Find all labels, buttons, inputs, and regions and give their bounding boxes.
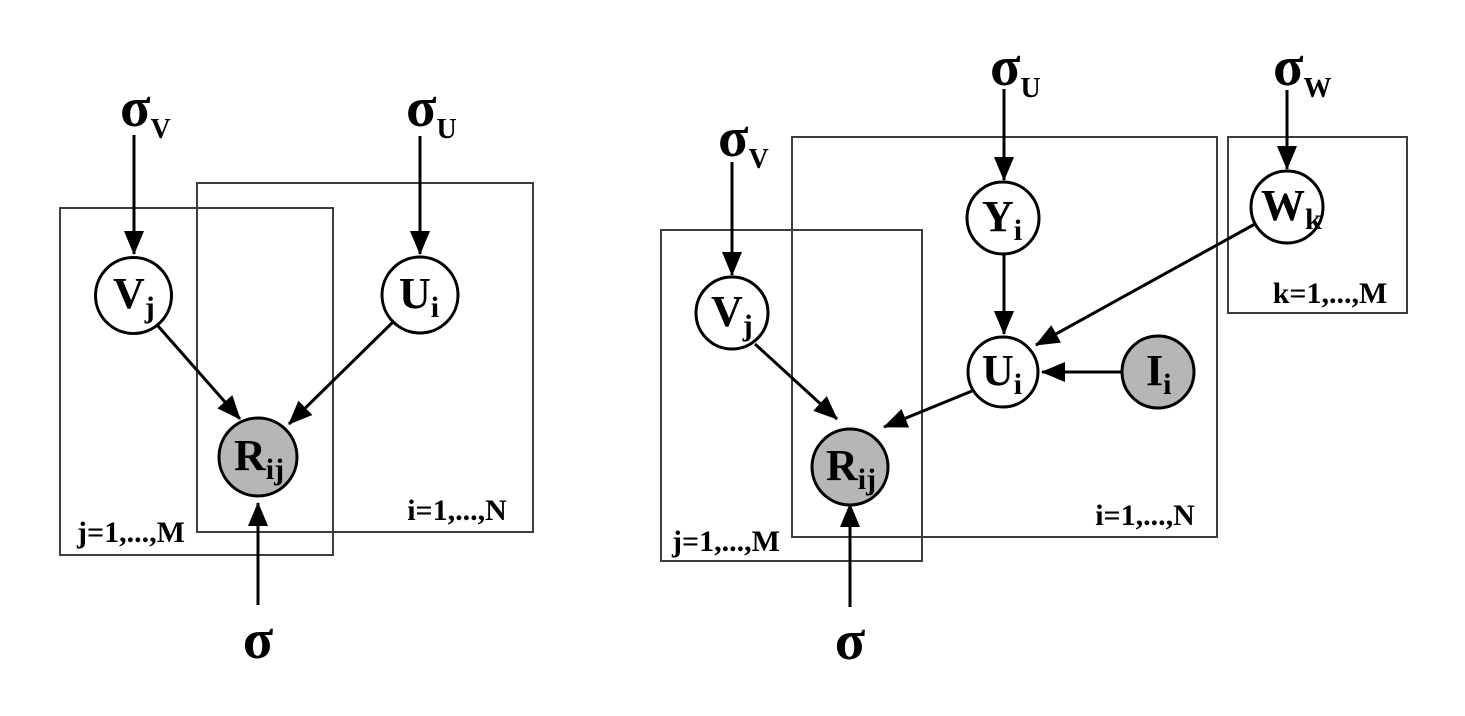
right-node-Y (965, 180, 1041, 256)
right-node-Y-label: Yi (982, 192, 1022, 247)
right-plate-j-label: j=1,...,M (671, 525, 780, 558)
right-node-W-base: W (1261, 181, 1305, 230)
left-node-U-sub: i (431, 291, 439, 324)
right-plate-k (1227, 136, 1408, 314)
right-node-U-label: Ui (982, 346, 1022, 401)
right-node-U-sub: i (1014, 368, 1022, 401)
left-node-V (94, 256, 173, 335)
right-node-R-base: R (826, 441, 859, 490)
right-sigma-v-base: σ (718, 107, 749, 169)
right-node-I-label: Ii (1146, 346, 1171, 401)
left-node-U (380, 255, 460, 335)
pmf-model: σV σU Vj Ui Rij σ j=1,...,M i=1,...,N (59, 77, 534, 671)
left-sigma-u-label: σU (406, 77, 457, 145)
right-arrow-U-to-R (883, 389, 973, 429)
left-node-R (217, 416, 299, 498)
right-node-R-sub: ij (858, 463, 876, 496)
right-node-Y-base: Y (982, 192, 1014, 241)
left-node-V-label: Vj (113, 269, 155, 324)
right-plate-k-label: k=1,...,M (1273, 277, 1388, 310)
right-node-W-label: Wk (1261, 181, 1322, 236)
right-node-I-sub: i (1163, 368, 1171, 401)
left-sigma-v-sub: V (150, 114, 170, 145)
right-sigma-v-sub: V (748, 144, 768, 175)
right-sigma-v-label: σV (718, 107, 769, 175)
right-plate-i-label: i=1,...,N (1095, 499, 1195, 532)
right-node-V-base: V (711, 287, 743, 336)
left-node-R-base: R (234, 431, 267, 480)
right-sigma-label: σ (835, 610, 866, 672)
left-node-V-base: V (113, 269, 145, 318)
right-node-I (1120, 334, 1196, 410)
left-sigma-u-base: σ (406, 77, 437, 139)
left-node-U-label: Ui (399, 269, 439, 324)
right-node-V-sub: j (742, 309, 753, 342)
constrained-pmf-model: σU σW σV Yi Wk Vj Ui Ii Rij σ j=1,...,M … (660, 36, 1408, 672)
right-node-R-label: Rij (826, 441, 876, 496)
right-sigma-w-base: σ (1273, 36, 1304, 98)
right-arrow-V-to-R (753, 342, 839, 421)
left-plate-i-label: i=1,...,N (407, 494, 507, 527)
right-sigma-u-base: σ (990, 36, 1021, 98)
left-node-U-base: U (399, 269, 431, 318)
left-node-V-sub: j (144, 291, 155, 324)
left-arrow-V-to-R (156, 325, 242, 420)
right-node-R (810, 427, 890, 507)
left-sigma-v-base: σ (120, 77, 151, 139)
left-sigma-u-sub: U (436, 114, 456, 145)
right-node-Y-sub: i (1014, 214, 1022, 247)
left-sigma-v-label: σV (120, 77, 171, 145)
right-node-U (966, 335, 1040, 409)
right-sigma-u-sub: U (1020, 73, 1040, 104)
left-plate-i (196, 182, 534, 533)
right-node-V-label: Vj (711, 287, 753, 342)
right-sigma-w-sub: W (1303, 73, 1331, 104)
right-sigma-u-label: σU (990, 36, 1041, 104)
right-node-W-sub: k (1305, 203, 1322, 236)
right-node-I-base: I (1146, 346, 1163, 395)
left-plate-j-label: j=1,...,M (76, 516, 185, 549)
right-node-U-base: U (982, 346, 1014, 395)
left-sigma-label: σ (243, 609, 274, 671)
left-node-R-sub: ij (266, 453, 284, 486)
right-sigma-w-label: σW (1273, 36, 1331, 104)
right-node-V (694, 275, 770, 351)
left-arrow-U-to-R (287, 320, 395, 426)
left-node-R-label: Rij (234, 431, 284, 486)
right-node-W (1249, 169, 1325, 245)
right-arrow-W-to-U (1035, 222, 1256, 347)
